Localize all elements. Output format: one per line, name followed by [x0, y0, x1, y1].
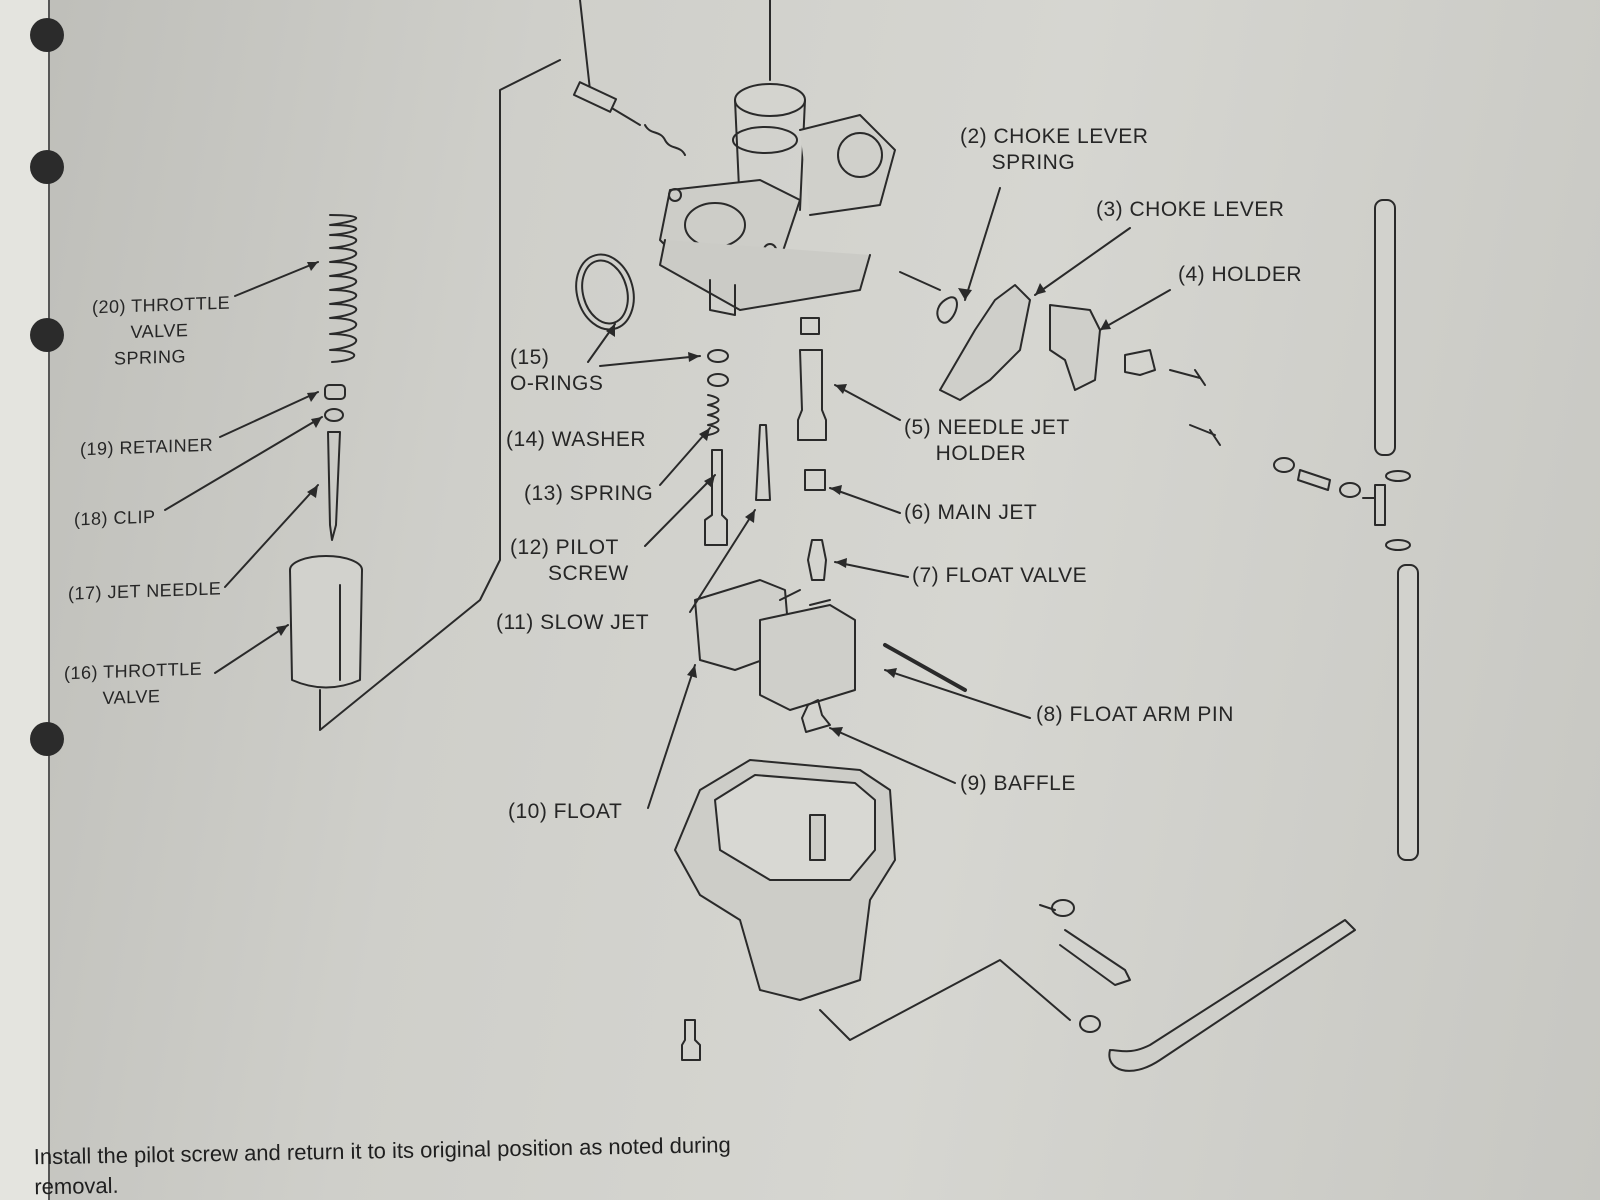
binder-margin: [0, 0, 64, 1200]
needle-jet-top: [800, 317, 820, 335]
label-spring: (13) SPRING: [524, 482, 654, 505]
clip-drawing: [324, 408, 344, 422]
leader-lines: [164, 187, 1171, 809]
binder-hole: [30, 318, 64, 352]
label-slow-jet: (11) SLOW JET: [496, 611, 650, 634]
binder-hole: [30, 722, 64, 756]
float-arm-pin-drawing: [883, 643, 967, 692]
label-float: (10) FLOAT: [508, 800, 623, 823]
holder-drawing: [1049, 304, 1101, 391]
choke-lever-drawing: [939, 284, 1031, 401]
carburetor-body-drawing: [572, 81, 896, 316]
retainer-drawing: [324, 384, 346, 400]
label-retainer: (19) RETAINER: [80, 434, 214, 460]
binder-hole: [30, 18, 64, 52]
label-float-arm-pin: (8) FLOAT ARM PIN: [1036, 703, 1234, 726]
main-jet-drawing: [804, 469, 826, 491]
drain-tube-drawing: [1108, 919, 1356, 1072]
jet-needle-drawing: [327, 431, 341, 541]
instruction-caption: Install the pilot screw and return it to…: [33, 1132, 731, 1200]
drain-screw-drawing: [1039, 904, 1131, 986]
bottom-screw-drawing: [681, 1019, 701, 1061]
vent-tube-lower: [1397, 564, 1419, 861]
label-washer: (14) WASHER: [506, 428, 647, 451]
washer-drawing: [707, 373, 729, 387]
needle-jet-holder-drawing: [797, 349, 827, 441]
label-choke-lever-spring: (2) CHOKE LEVER SPRING: [960, 125, 1149, 174]
label-choke-lever: (3) CHOKE LEVER: [1096, 198, 1285, 221]
leader-frame: [319, 59, 561, 731]
label-jet-needle: (17) JET NEEDLE: [68, 578, 222, 604]
binder-hole: [30, 150, 64, 184]
label-main-jet: (6) MAIN JET: [904, 501, 1038, 524]
throttle-valve-spring-drawing: [329, 214, 358, 363]
baffle-drawing: [801, 699, 831, 733]
pilot-screw-drawing: [704, 449, 728, 546]
label-float-valve: (7) FLOAT VALVE: [912, 564, 1088, 587]
label-clip: (18) CLIP: [74, 506, 156, 530]
label-throttle-valve-spring: (20) THROTTLE VALVE SPRING: [92, 292, 231, 369]
label-holder: (4) HOLDER: [1178, 263, 1303, 286]
spring-drawing: [707, 394, 720, 436]
float-bowl-drawing: [674, 759, 896, 1001]
float-valve-drawing: [807, 539, 827, 581]
vent-tube-upper: [1374, 199, 1396, 456]
label-baffle: (9) BAFFLE: [960, 772, 1076, 795]
choke-lever-spring-drawing: [899, 271, 958, 324]
throttle-valve-drawing: [289, 555, 363, 689]
float-drawing: [694, 579, 856, 711]
label-pilot-screw: (12) PILOT SCREW: [510, 536, 629, 585]
slow-jet-drawing: [755, 424, 771, 501]
label-throttle-valve: (16) THROTTLE VALVE: [64, 658, 203, 709]
label-needle-jet-holder: (5) NEEDLE JET HOLDER: [904, 416, 1070, 465]
label-o-rings: (15) O-RINGS: [510, 346, 604, 395]
